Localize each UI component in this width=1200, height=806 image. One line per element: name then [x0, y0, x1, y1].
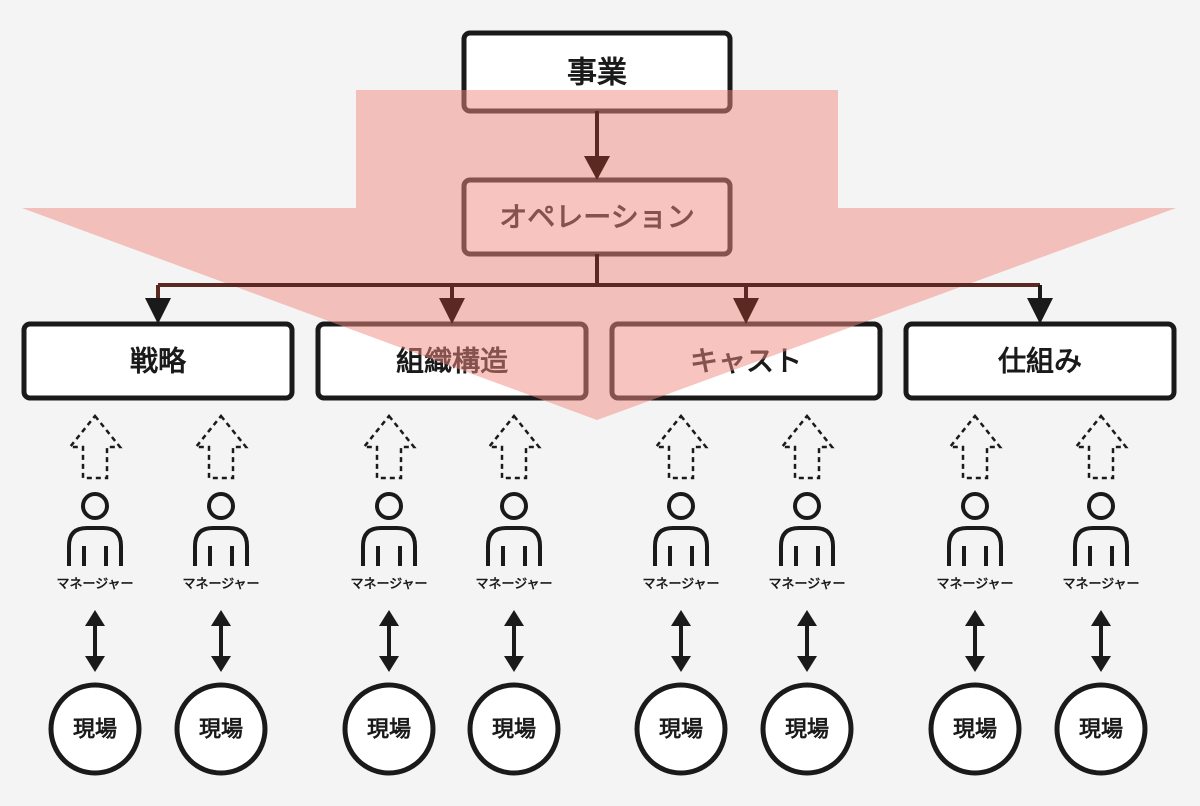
manager-label: マネージャー [1062, 577, 1139, 592]
category-box-1: 戦略 [21, 321, 295, 401]
double-arrow-icon [504, 610, 524, 672]
arrow-to-category-1 [145, 298, 171, 324]
double-arrow-icon [379, 610, 399, 672]
double-arrow-icon [1091, 610, 1111, 672]
dashed-up-arrow-icon [653, 414, 709, 480]
dashed-up-arrow-icon [947, 414, 1003, 480]
dashed-up-arrow-icon [361, 414, 417, 480]
person-icon [653, 492, 709, 566]
person-icon [361, 492, 417, 566]
dashed-up-arrow-icon [193, 414, 249, 480]
manager-label: マネージャー [56, 577, 133, 592]
site-label: 現場 [367, 718, 411, 743]
site-label: 現場 [659, 718, 703, 743]
site-circle: 現場 [342, 682, 436, 776]
arrow-business-to-operation [584, 156, 610, 180]
site-circle: 現場 [467, 682, 561, 776]
category-label: 戦略 [130, 345, 187, 378]
site-label: 現場 [1079, 718, 1123, 743]
manager-label: マネージャー [475, 577, 552, 592]
person-icon [67, 492, 123, 566]
site-circle: 現場 [760, 682, 854, 776]
site-label: 現場 [199, 718, 243, 743]
connector-lines [158, 111, 1040, 287]
double-arrow-icon [965, 610, 985, 672]
site-circle: 現場 [48, 682, 142, 776]
person-icon [1073, 492, 1129, 566]
dashed-up-arrow-icon [67, 414, 123, 480]
dashed-up-arrow-icon [1073, 414, 1129, 480]
site-circle: 現場 [1054, 682, 1148, 776]
double-arrow-icon [671, 610, 691, 672]
site-circle: 現場 [634, 682, 728, 776]
manager-label: マネージャー [642, 577, 719, 592]
dashed-up-arrow-icon [779, 414, 835, 480]
dashed-up-arrow-icon [486, 414, 542, 480]
site-label: 現場 [73, 718, 117, 743]
manager-label: マネージャー [768, 577, 845, 592]
category-box-4: 仕組み [903, 321, 1177, 401]
manager-label: マネージャー [350, 577, 427, 592]
business-label: 事業 [567, 56, 627, 91]
manager-label: マネージャー [936, 577, 1013, 592]
site-label: 現場 [785, 718, 829, 743]
manager-label: マネージャー [182, 577, 259, 592]
person-icon [779, 492, 835, 566]
double-arrow-icon [797, 610, 817, 672]
person-icon [947, 492, 1003, 566]
site-label: 現場 [492, 718, 536, 743]
double-arrow-icon [211, 610, 231, 672]
person-icon [486, 492, 542, 566]
double-arrow-icon [85, 610, 105, 672]
category-label: 仕組み [997, 345, 1082, 378]
person-icon [193, 492, 249, 566]
arrow-to-category-2 [439, 298, 465, 324]
arrow-to-category-4 [1027, 298, 1053, 324]
arrow-to-category-3 [733, 298, 759, 324]
site-label: 現場 [953, 718, 997, 743]
site-circle: 現場 [928, 682, 1022, 776]
site-circle: 現場 [174, 682, 268, 776]
